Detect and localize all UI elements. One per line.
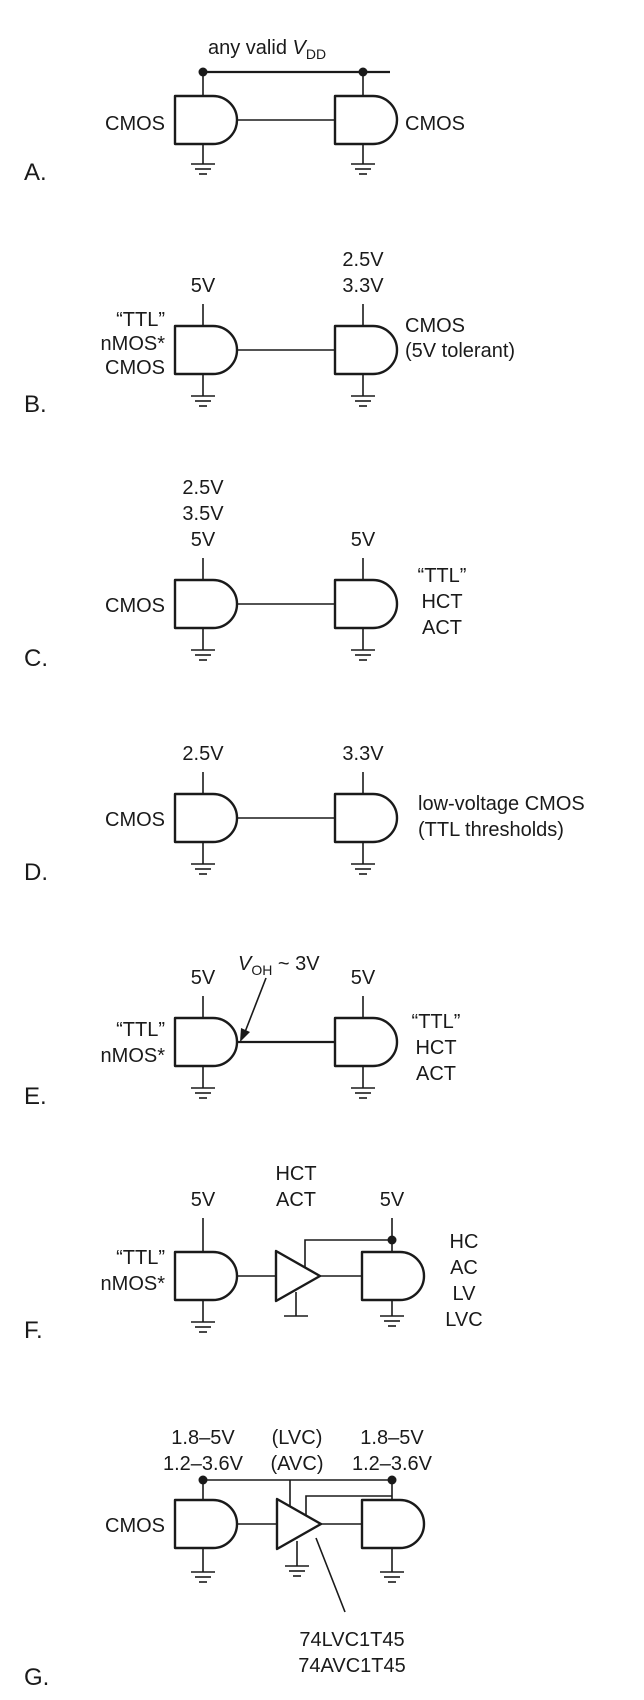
left-label: CMOS bbox=[105, 595, 165, 617]
left-label: CMOS bbox=[105, 113, 165, 135]
left-gate bbox=[173, 1250, 239, 1302]
left-label: CMOS bbox=[105, 1515, 165, 1537]
right-gate bbox=[333, 1016, 399, 1068]
left-label: “TTL”nMOS* bbox=[101, 1019, 166, 1067]
panel-letter: B. bbox=[24, 391, 47, 418]
left-gate bbox=[173, 578, 239, 630]
right-label: low-voltage CMOS(TTL thresholds) bbox=[418, 793, 585, 841]
ground-symbol bbox=[380, 1548, 404, 1583]
panel-letter: G. bbox=[24, 1664, 49, 1691]
right-label: CMOS bbox=[405, 113, 465, 135]
vdd-label: any valid VDD bbox=[208, 37, 326, 62]
arrowhead bbox=[240, 1028, 250, 1042]
panel-letter: A. bbox=[24, 159, 47, 186]
left-label: CMOS bbox=[105, 809, 165, 831]
ground-symbol bbox=[191, 842, 215, 875]
left-label: “TTL”nMOS*CMOS bbox=[101, 309, 166, 379]
panel-letter: D. bbox=[24, 859, 48, 886]
right-supply-label: 5V bbox=[351, 967, 376, 989]
voh-annotation: VOH ~ 3V bbox=[238, 953, 320, 978]
ground-symbol bbox=[191, 144, 215, 175]
panel-letter: C. bbox=[24, 645, 48, 672]
panel-letter: E. bbox=[24, 1083, 47, 1110]
panel-d: D. 2.5V 3.3V CMOS low-voltage CMOS(TTL t… bbox=[24, 743, 585, 886]
part-leader-line bbox=[315, 1537, 346, 1613]
buffer-supply-wire bbox=[305, 1495, 392, 1516]
right-label: CMOS(5V tolerant) bbox=[405, 315, 515, 362]
ground-symbol bbox=[191, 1300, 215, 1333]
left-supply-label: 5V bbox=[191, 967, 216, 989]
ground-symbol bbox=[380, 1300, 404, 1327]
ground-symbol bbox=[191, 1066, 215, 1099]
right-gate bbox=[333, 324, 399, 376]
ground-symbol bbox=[191, 628, 215, 661]
family-label: (LVC)(AVC) bbox=[271, 1427, 324, 1475]
buffer-supply-wire bbox=[304, 1239, 392, 1268]
ground-symbol bbox=[351, 628, 375, 661]
right-gate bbox=[333, 94, 399, 146]
panel-letter: F. bbox=[24, 1317, 43, 1344]
left-gate bbox=[173, 94, 239, 146]
left-supply-label: 5V bbox=[191, 1189, 216, 1211]
ground-symbol bbox=[351, 374, 375, 407]
junction-dot bbox=[387, 1235, 397, 1245]
ground-symbol bbox=[351, 1066, 375, 1099]
right-supply-label: 3.3V bbox=[342, 743, 384, 765]
left-supply-label: 2.5V bbox=[182, 743, 224, 765]
right-supply-label: 5V bbox=[380, 1189, 405, 1211]
ground-symbol bbox=[191, 374, 215, 407]
annotation-arrow bbox=[244, 977, 267, 1033]
panel-a: A. any valid VDD CMOS CMOS bbox=[24, 37, 465, 186]
translator-buffer bbox=[275, 1497, 323, 1551]
left-label: “TTL”nMOS* bbox=[101, 1247, 166, 1295]
right-gate bbox=[360, 1498, 426, 1550]
ground-symbol bbox=[191, 1548, 215, 1583]
ground-symbol bbox=[284, 1292, 308, 1317]
left-gate bbox=[173, 1498, 239, 1550]
ground-symbol bbox=[351, 842, 375, 875]
right-gate bbox=[360, 1250, 426, 1302]
ground-symbol bbox=[285, 1541, 309, 1577]
left-gate bbox=[173, 1016, 239, 1068]
buffer-triangle bbox=[274, 1249, 322, 1303]
left-gate bbox=[173, 792, 239, 844]
right-gate bbox=[333, 578, 399, 630]
ground-symbol bbox=[351, 144, 375, 175]
left-supply-label: 5V bbox=[191, 275, 216, 297]
right-supply-label: 5V bbox=[351, 529, 376, 551]
right-gate bbox=[333, 792, 399, 844]
left-gate bbox=[173, 324, 239, 376]
